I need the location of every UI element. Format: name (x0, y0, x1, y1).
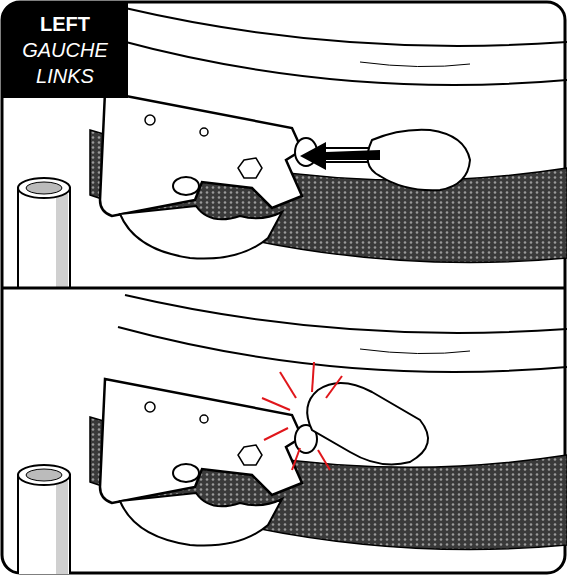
burst-line (262, 398, 290, 410)
panel-divider (2, 287, 565, 290)
label-box: LEFTGAUCHELINKS (2, 2, 128, 98)
bottom-scene (18, 295, 567, 575)
burst-line (292, 448, 300, 470)
burst-line (326, 376, 342, 398)
right-hand (368, 130, 471, 191)
side-label: LINKS (36, 63, 94, 89)
burst-line (318, 450, 330, 470)
burst-line (264, 428, 288, 440)
click-burst (262, 362, 342, 470)
burst-line (280, 372, 296, 398)
direction-arrow (300, 142, 380, 170)
burst-line (312, 362, 314, 392)
top-scene (18, 8, 567, 288)
side-label: LEFT (40, 11, 90, 37)
pressing-hand (307, 383, 428, 464)
side-label: GAUCHE (22, 37, 108, 63)
